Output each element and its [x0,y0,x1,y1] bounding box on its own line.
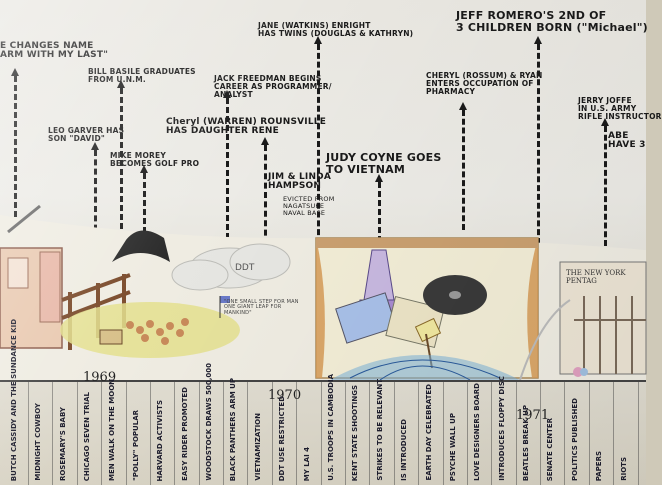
timeline-divider [443,382,445,485]
field-drawing [60,302,240,358]
timeline-event-label: VIETNAMIZATION [254,413,262,481]
timeline-event-label: BUTCH CASSIDY AND THE SUNDANCE KID [10,318,18,481]
timeline-divider [28,382,30,485]
arrow-mike-morey [140,165,148,233]
timeline-event-label: SENATE CENTER [546,417,554,481]
timeline-event-label: CHICAGO SEVEN TRIAL [83,391,91,481]
timeline-divider [101,382,103,485]
arrow-judy-coyne [375,174,383,242]
timeline-event-label: PAPERS [595,450,603,481]
timeline-event-label: LOVE DESIGNERS BOARD [473,383,481,481]
timeline-event-label: STRIKES TO BE RELEVANT [376,379,384,481]
timeline-divider [467,382,469,485]
sign-post [99,329,123,345]
timeline-divider [345,382,347,485]
timeline-divider [638,382,640,485]
protest-sign [414,317,442,343]
timeline-divider [491,382,493,485]
arrow-jerry-joffe [601,118,609,246]
card-drawing [335,292,397,344]
arrow-jane-enright [314,36,322,244]
arrow-bill-basile [117,80,125,238]
timeline-divider [296,382,298,485]
timeline-divider [52,382,54,485]
timeline-event-label: MIDNIGHT COWBOY [34,403,42,481]
timeline-event-label: U.S. TROOPS IN CAMBODIA [327,374,335,481]
arrow-cheryl-roundsville [261,137,269,245]
timeline-event-label: INTRODUCES FLOPPY DISC [498,376,506,481]
globe-drawing [330,355,520,380]
arrow-jeff-romero [534,36,542,244]
timeline-divider [174,382,176,485]
timeline-event-label: PSYCHE WALL UP [449,412,457,481]
pencil-mark [7,204,41,234]
timeline-divider [77,382,79,485]
timeline-axis [0,380,646,382]
year-1969: 1969 [83,370,117,385]
crowd-drawing [126,318,189,345]
timeline-event-label: BEATLES BREAK UP [522,404,530,481]
timeline-divider [613,382,615,485]
timeline-divider [223,382,225,485]
timeline-event-label: POLITICS PUBLISHED [571,398,579,481]
timeline-event-label: "POLLY" POPULAR [132,410,140,481]
timeline-event-label: MEN WALK ON THE MOON [108,378,116,481]
timeline-divider [564,382,566,485]
timeline-divider [321,382,323,485]
cowboy-hat-drawing [112,230,170,262]
timeline-event-label: KENT STATE SHOOTINGS [351,384,359,481]
timeline-event-label: MY LAI 4 [303,446,311,481]
illustration-scene: DDT THE NEW YORK PENTAG [0,204,647,381]
timeline-divider [272,382,274,485]
timeline-divider [247,382,249,485]
timeline-event-label: BLACK PANTHERS ARM UP [229,377,237,481]
timeline-event-label: EARTH DAY CELEBRATED [425,384,433,481]
timeline-divider [418,382,420,485]
ddt-label: DDT [235,263,255,273]
timeline-divider [516,382,518,485]
timeline-divider [150,382,152,485]
arrow-cheryl-ryan [459,102,467,230]
arrow-leo-garver [91,142,99,240]
timeline-divider [369,382,371,485]
balloon [573,367,583,377]
timeline-divider [199,382,201,485]
timeline-divider [394,382,396,485]
arrow-jack-freedman [223,90,231,248]
timeline-divider [589,382,591,485]
timeline-divider [126,382,128,485]
timeline-event-label: ROSEMARY'S BABY [59,406,67,481]
timeline-divider [540,382,542,485]
timeline-event-label: IS INTRODUCED [400,419,408,481]
timeline-event-label: EASY RIDER PROMOTED [181,387,189,481]
timeline-event-label: DDT USE RESTRICTED [278,395,286,481]
arrow-changes-name [11,68,19,226]
timeline-event-label: RIOTS [620,457,628,481]
newspaper-label: THE NEW YORK PENTAG [566,269,628,285]
year-1971: 1971 [516,408,550,423]
cloud-drawing [171,243,291,291]
timeline-event-label: HARVARD ACTIVISTS [156,399,164,481]
timeline-event-label: WOODSTOCK DRAWS 500,000 [205,363,213,481]
flag-drawing [220,296,230,303]
year-1970: 1970 [268,388,302,403]
